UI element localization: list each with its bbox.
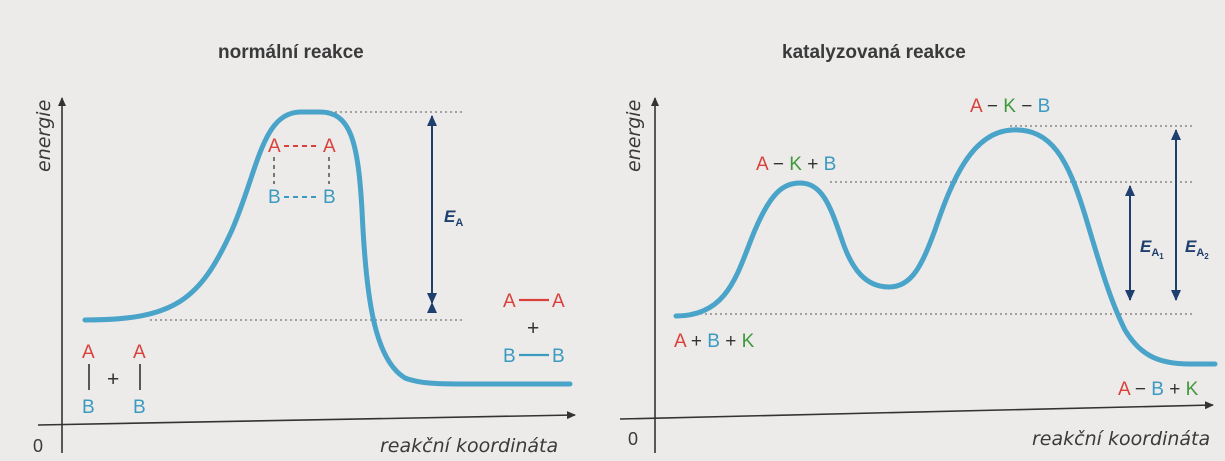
right-title: katalyzovaná reakce: [782, 42, 966, 63]
right-x-axis: [619, 401, 1214, 420]
peak1-label: A − K + B: [756, 154, 836, 175]
product-a-1: A: [503, 291, 516, 312]
right-energy-curve: [673, 127, 1218, 367]
reactant-b-1: B: [82, 397, 95, 418]
reactant-b-2: B: [133, 397, 146, 418]
product-a-2: A: [552, 291, 565, 312]
left-title: normální reakce: [218, 42, 364, 63]
left-energy-curve: [82, 109, 573, 387]
left-ea-label: EA: [444, 207, 463, 229]
right-ea1-label: EA1: [1140, 237, 1164, 261]
ts-b-left: B: [268, 187, 281, 208]
right-y-axis-label: energie: [623, 100, 645, 172]
left-products: A A + B B: [503, 291, 565, 367]
product-plus: +: [527, 317, 539, 340]
end-label: A − B + K: [1118, 379, 1199, 400]
left-reactants: A B + A B: [82, 342, 146, 418]
reactant-plus: +: [107, 368, 119, 391]
ts-b-right: B: [323, 187, 336, 208]
right-origin-label: 0: [628, 429, 638, 449]
product-b-1: B: [503, 346, 516, 367]
product-b-2: B: [552, 346, 565, 367]
ts-a-left: A: [268, 136, 281, 157]
right-panel: katalyzovaná reakce energie reakční koor…: [619, 42, 1218, 453]
peak2-label: A − K − B: [970, 96, 1050, 117]
transition-state-complex: A A B B: [268, 136, 336, 208]
left-origin-label: 0: [33, 436, 43, 456]
left-y-axis-label: energie: [33, 100, 55, 172]
left-panel: normální reakce energie reakční koordiná…: [33, 42, 576, 457]
reactant-a-1: A: [82, 342, 95, 363]
start-label: A + B + K: [674, 331, 755, 352]
left-x-axis-label: reakční koordináta: [380, 435, 558, 457]
left-x-axis: [37, 411, 576, 426]
reactant-a-2: A: [133, 342, 146, 363]
ts-a-right: A: [323, 136, 336, 157]
right-x-axis-label: reakční koordináta: [1032, 428, 1210, 450]
right-ea2-label: EA2: [1185, 237, 1209, 261]
